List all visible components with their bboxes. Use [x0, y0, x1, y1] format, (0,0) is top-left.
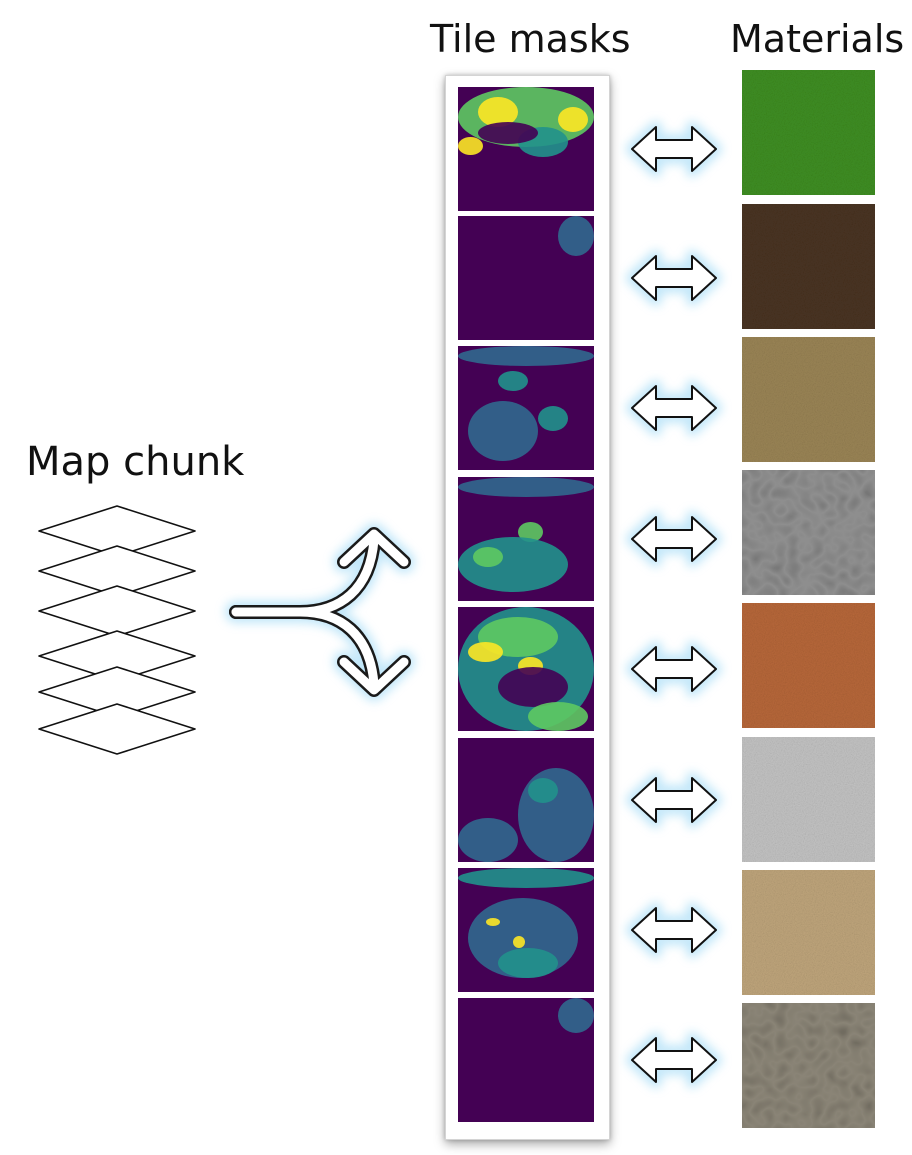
tile-mask	[458, 868, 594, 992]
material-swatch	[742, 204, 875, 329]
material-swatch	[742, 603, 875, 728]
double-arrow-icon	[626, 1032, 722, 1088]
map-chunk-stack	[38, 505, 196, 755]
tile-mask	[458, 607, 594, 731]
chunk-layer	[38, 630, 196, 682]
double-arrow-icon	[626, 121, 722, 177]
double-arrow-icon	[626, 511, 722, 567]
material-swatch	[742, 870, 875, 995]
material-swatch	[742, 70, 875, 195]
map-chunk-title: Map chunk	[26, 439, 245, 485]
double-arrow-icon	[626, 250, 722, 306]
tile-mask	[458, 216, 594, 340]
tile-mask	[458, 346, 594, 470]
material-swatch	[742, 1003, 875, 1128]
tile-mask	[458, 738, 594, 862]
material-swatch	[742, 337, 875, 462]
double-arrow-icon	[626, 380, 722, 436]
mapping-arrow-list	[626, 121, 722, 1088]
double-arrow-icon	[626, 902, 722, 958]
material-swatch	[742, 470, 875, 595]
chunk-layer	[38, 545, 196, 597]
tile-masks-title: Tile masks	[430, 17, 631, 61]
tile-mask	[458, 87, 594, 211]
double-arrow-icon	[626, 641, 722, 697]
materials-title: Materials	[730, 17, 905, 61]
tile-mask	[458, 477, 594, 601]
chunk-layer	[38, 703, 196, 755]
double-arrow-icon	[626, 772, 722, 828]
chunk-layer	[38, 585, 196, 637]
tile-mask	[458, 998, 594, 1122]
material-list	[742, 70, 875, 1128]
split-arrow-icon	[225, 523, 415, 701]
chunk-layer	[38, 505, 196, 557]
material-swatch	[742, 737, 875, 862]
chunk-layer	[38, 666, 196, 718]
tile-mask-list	[458, 87, 594, 1122]
